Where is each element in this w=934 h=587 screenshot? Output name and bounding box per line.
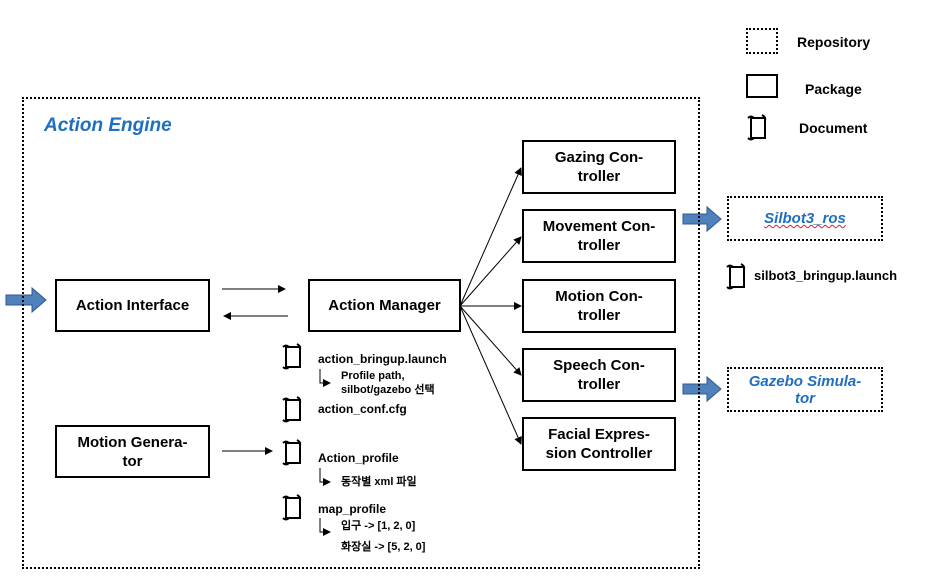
speech-controller-package: Speech Con- troller — [522, 348, 676, 402]
gazing-controller-label-line2: troller — [577, 168, 621, 185]
tree-connector-map-profile — [319, 518, 331, 536]
motion-controller-label-line2: troller — [577, 307, 621, 324]
arrow-to-movement — [459, 236, 522, 307]
map-profile-doc: map_profile — [318, 502, 387, 516]
map-profile-sub1: 입구 -> [1, 2, 0] — [341, 520, 416, 532]
legend-package-swatch — [746, 74, 778, 98]
action-interface-package: Action Interface — [55, 279, 210, 332]
action-engine-title: Action Engine — [44, 115, 172, 136]
movement-controller-label-line2: troller — [577, 237, 621, 254]
action-profile-sub: 동작별 xml 파일 — [341, 476, 417, 488]
legend-document-icon — [747, 114, 767, 141]
action-bringup-sub1: Profile path, — [341, 370, 405, 382]
legend-document-label: Document — [799, 120, 868, 136]
silbot3-ros-title: Silbot3_ros — [727, 210, 883, 227]
silbot3-ros-repository — [727, 196, 883, 241]
speech-controller-label-line1: Speech Con- — [553, 357, 645, 374]
facial-controller-label-line1: Facial Expres- — [548, 426, 650, 443]
motion-generator-package: Motion Genera- tor — [55, 425, 210, 478]
action-profile-doc: Action_profile — [318, 451, 399, 465]
motion-controller-label-line1: Motion Con- — [555, 288, 643, 305]
doc-icon-silbot-launch — [726, 263, 746, 290]
motion-controller-package: Motion Con- troller — [522, 279, 676, 333]
tree-connector-bringup — [319, 369, 331, 387]
gazebo-block-arrow — [682, 375, 722, 403]
action-bringup-launch-doc: action_bringup.launch — [318, 352, 447, 366]
movement-controller-label-line1: Movement Con- — [542, 218, 656, 235]
speech-controller-label-line2: troller — [577, 376, 621, 393]
legend-repository-label: Repository — [797, 34, 871, 50]
gazebo-simulator-label-line1: Gazebo Simula- — [748, 373, 862, 390]
input-block-arrow — [5, 286, 47, 314]
silbot3-bringup-launch-doc: silbot3_bringup.launch — [754, 268, 897, 283]
silbot-block-arrow — [682, 205, 722, 233]
tree-connector-action-profile — [319, 468, 331, 486]
facial-controller-label-line2: sion Controller — [545, 445, 653, 462]
arrow-to-gazing — [459, 167, 522, 307]
action-manager-label: Action Manager — [328, 297, 441, 314]
gazebo-simulator-title: Gazebo Simula- tor — [727, 373, 883, 407]
movement-controller-package: Movement Con- troller — [522, 209, 676, 263]
gazebo-simulator-label-line2: tor — [795, 390, 815, 407]
motion-generator-label-line2: tor — [122, 452, 143, 470]
silbot3-ros-label: Silbot3_ros — [764, 210, 846, 227]
map-profile-sub2: 화장실 -> [5, 2, 0] — [341, 541, 426, 553]
motion-generator-label-line1: Motion Genera- — [77, 433, 188, 451]
gazing-controller-package: Gazing Con- troller — [522, 140, 676, 194]
legend-package-label: Package — [805, 81, 862, 97]
action-interface-label: Action Interface — [75, 297, 190, 314]
action-manager-package: Action Manager — [308, 279, 461, 332]
legend-repository-swatch — [746, 28, 778, 54]
action-conf-doc: action_conf.cfg — [318, 402, 407, 416]
gazing-controller-label-line1: Gazing Con- — [554, 149, 644, 166]
gazebo-simulator-repository — [727, 367, 883, 412]
arrow-to-speech — [459, 305, 522, 376]
action-engine-repository — [22, 97, 700, 569]
facial-expression-controller-package: Facial Expres- sion Controller — [522, 417, 676, 471]
arrow-to-facial — [459, 305, 522, 445]
action-bringup-sub2: silbot/gazebo 선택 — [341, 384, 435, 396]
silbot3-bringup-launch-label: silbot3_bringup.launch — [754, 268, 898, 283]
